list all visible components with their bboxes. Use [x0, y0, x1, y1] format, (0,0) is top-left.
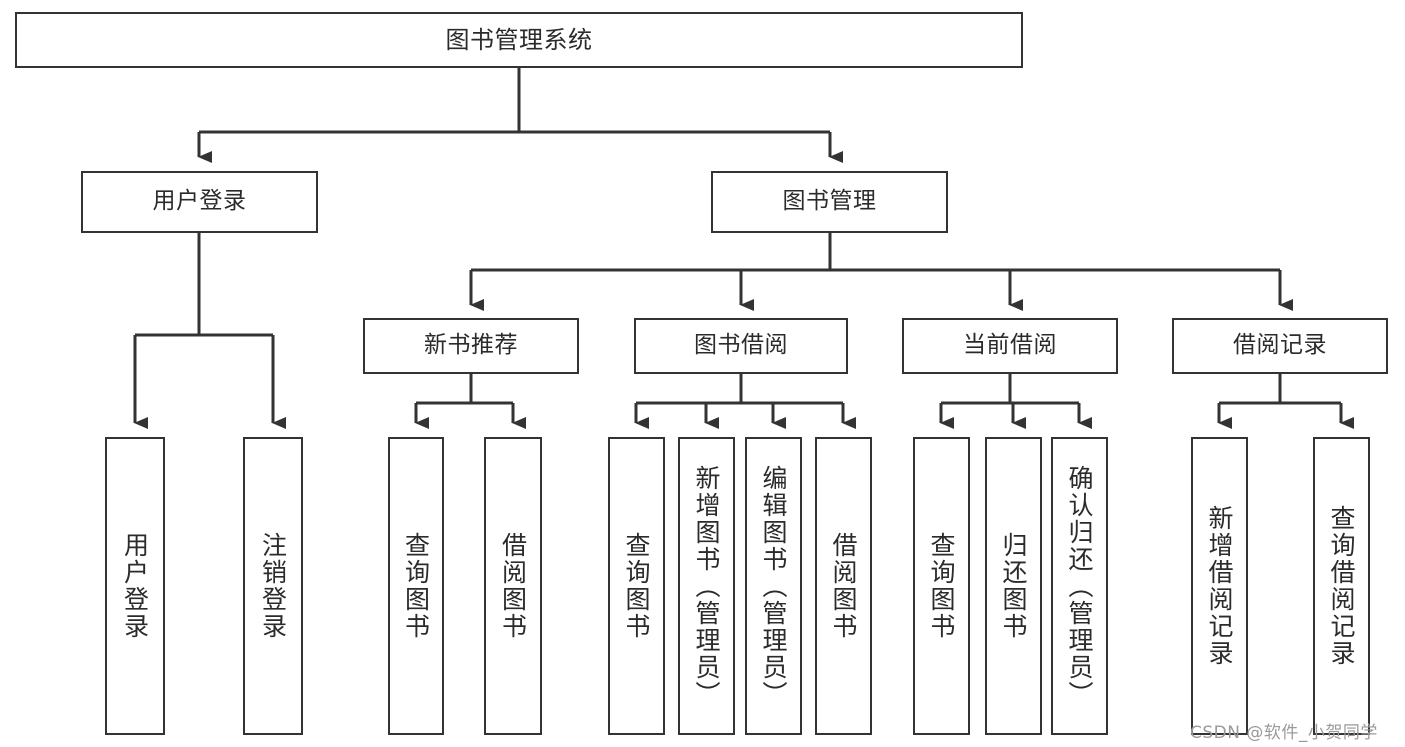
node-leaf-edit-book-admin[interactable]: 编辑图书（管理员）: [745, 437, 802, 735]
csdn-watermark: CSDN @软件_小贺同学: [1190, 718, 1378, 743]
node-leaf-return-book-label: 归还图书: [999, 532, 1028, 640]
node-leaf-user-login-label: 用户登录: [120, 532, 150, 640]
node-leaf-return-book[interactable]: 归还图书: [985, 437, 1042, 735]
node-leaf-borrow-book-2[interactable]: 借阅图书: [815, 437, 872, 735]
node-borrow-record[interactable]: 借阅记录: [1172, 318, 1388, 374]
node-book-borrow[interactable]: 图书借阅: [634, 318, 848, 374]
node-leaf-query-book-2-label: 查询图书: [622, 532, 651, 640]
node-leaf-query-borrow-record[interactable]: 查询借阅记录: [1313, 437, 1370, 735]
node-leaf-query-book-2[interactable]: 查询图书: [608, 437, 665, 735]
node-current-borrow[interactable]: 当前借阅: [902, 318, 1118, 374]
node-leaf-borrow-book-1[interactable]: 借阅图书: [484, 437, 542, 735]
node-leaf-edit-book-admin-label: 编辑图书（管理员）: [759, 464, 788, 708]
node-leaf-user-login[interactable]: 用户登录: [105, 437, 165, 735]
node-leaf-query-book-3[interactable]: 查询图书: [913, 437, 970, 735]
csdn-watermark-text: CSDN @软件_小贺同学: [1190, 723, 1378, 743]
node-leaf-add-borrow-record-label: 新增借阅记录: [1205, 505, 1234, 667]
node-leaf-add-book-admin-label: 新增图书（管理员）: [692, 464, 721, 708]
node-new-book-recommend[interactable]: 新书推荐: [363, 318, 579, 374]
node-leaf-query-book-1[interactable]: 查询图书: [388, 437, 444, 735]
node-borrow-record-label: 借阅记录: [1233, 332, 1327, 359]
node-root[interactable]: 图书管理系统: [15, 12, 1023, 68]
node-current-borrow-label: 当前借阅: [963, 332, 1057, 359]
node-leaf-borrow-book-1-label: 借阅图书: [498, 532, 528, 640]
node-leaf-query-book-1-label: 查询图书: [401, 532, 431, 640]
node-leaf-query-borrow-record-label: 查询借阅记录: [1327, 505, 1356, 667]
node-leaf-confirm-return-admin[interactable]: 确认归还（管理员）: [1051, 437, 1108, 735]
node-leaf-query-book-3-label: 查询图书: [927, 532, 956, 640]
node-leaf-confirm-return-admin-label: 确认归还（管理员）: [1065, 464, 1094, 708]
node-root-label: 图书管理系统: [445, 25, 593, 54]
node-book-manage[interactable]: 图书管理: [711, 171, 948, 233]
node-user-login[interactable]: 用户登录: [81, 171, 318, 233]
node-user-login-label: 用户登录: [152, 188, 247, 215]
node-leaf-logout-label: 注销登录: [258, 532, 288, 640]
node-leaf-add-book-admin[interactable]: 新增图书（管理员）: [678, 437, 735, 735]
node-leaf-borrow-book-2-label: 借阅图书: [829, 532, 858, 640]
node-book-borrow-label: 图书借阅: [694, 332, 788, 359]
node-new-book-recommend-label: 新书推荐: [424, 332, 518, 359]
node-book-manage-label: 图书管理: [782, 188, 877, 215]
node-leaf-add-borrow-record[interactable]: 新增借阅记录: [1191, 437, 1248, 735]
node-leaf-logout[interactable]: 注销登录: [243, 437, 303, 735]
